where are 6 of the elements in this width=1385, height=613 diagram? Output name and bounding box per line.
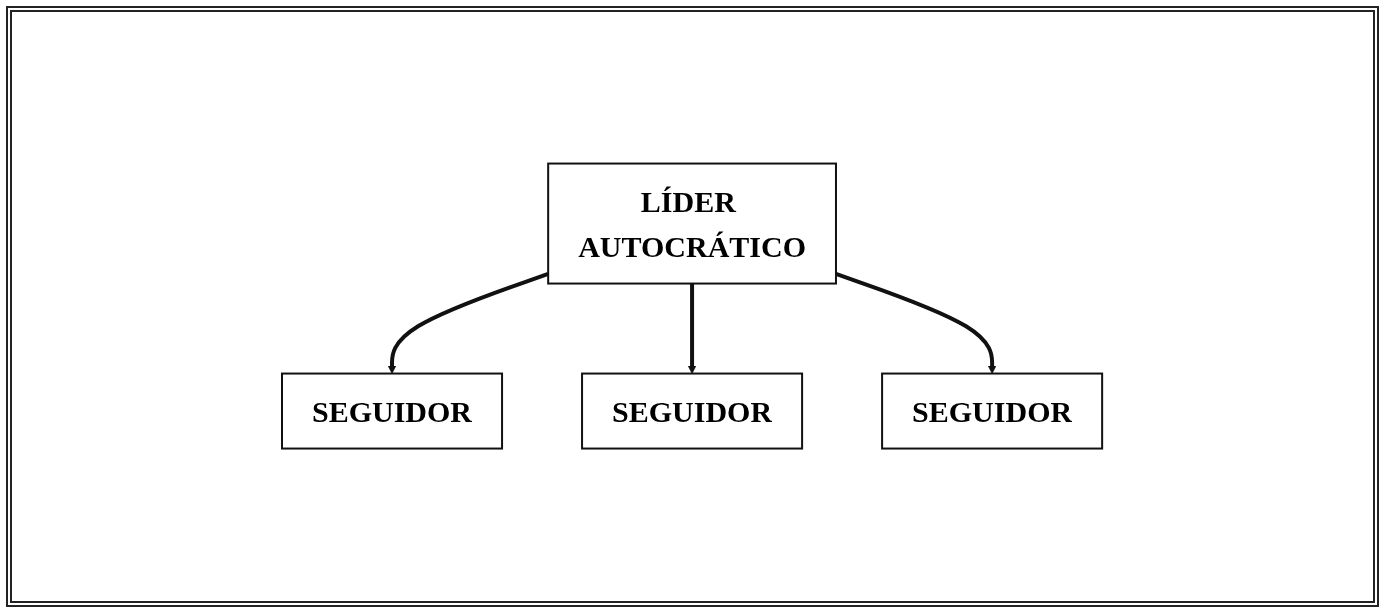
node-box <box>547 163 838 285</box>
node-box <box>581 373 804 450</box>
arrow <box>688 284 697 375</box>
node-box <box>281 373 504 450</box>
node-box <box>881 373 1104 450</box>
frame-border: LÍDER AUTOCRÁTICO SEGUIDOR SEGUIDOR SEGUIDOR <box>6 6 1379 607</box>
